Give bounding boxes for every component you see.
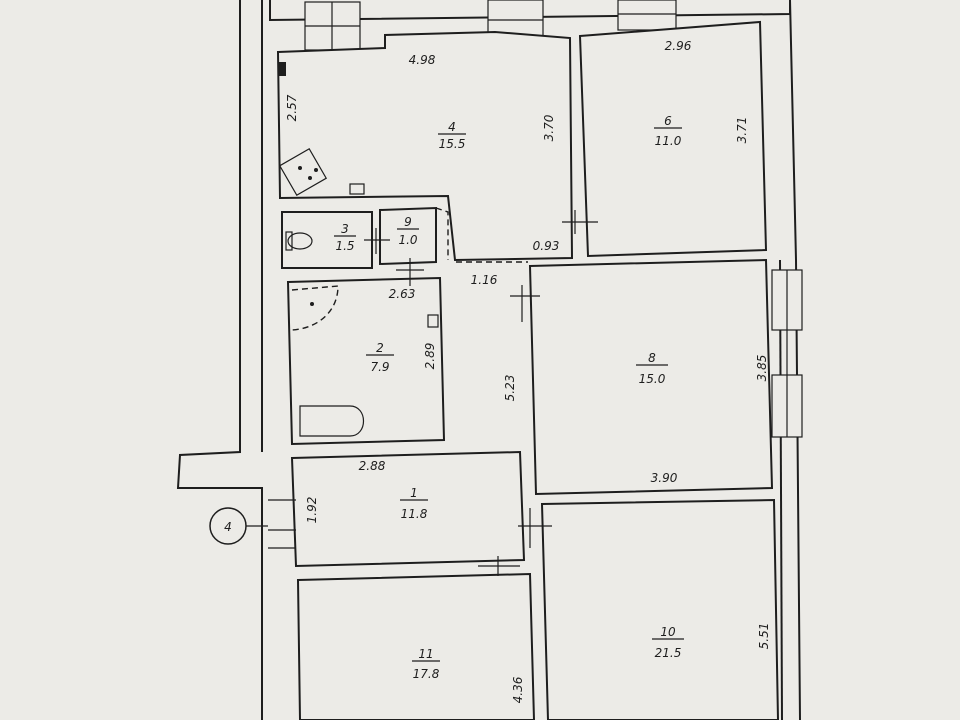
room-3-label: 3 1.5 — [334, 222, 356, 253]
svg-text:10: 10 — [660, 625, 676, 639]
svg-text:17.8: 17.8 — [413, 667, 440, 681]
bathtub-icon — [299, 405, 364, 437]
top-windows — [304, 0, 677, 51]
svg-text:11: 11 — [418, 647, 433, 661]
svg-text:8: 8 — [648, 351, 656, 365]
dim-r4-height: 3.70 — [542, 114, 556, 141]
svg-text:15.0: 15.0 — [639, 372, 666, 386]
svg-text:1.5: 1.5 — [335, 239, 354, 253]
room-1-label: 1 11.8 — [400, 486, 428, 521]
room-6 — [578, 20, 768, 258]
svg-text:15.5: 15.5 — [439, 137, 466, 151]
dim-r10-height: 5.51 — [757, 623, 771, 650]
room-11-label: 11 17.8 — [412, 647, 440, 681]
room-3 — [281, 211, 373, 269]
room-8-label: 8 15.0 — [636, 351, 668, 386]
svg-text:11.0: 11.0 — [655, 134, 682, 148]
dim-corridor-len: 5.23 — [503, 375, 517, 402]
svg-text:9: 9 — [404, 215, 412, 229]
svg-text:7.9: 7.9 — [370, 360, 389, 374]
toilet-icon — [285, 231, 313, 251]
dim-r8-height: 3.85 — [755, 355, 769, 382]
section-marker: 4 — [209, 507, 268, 545]
svg-text:11.8: 11.8 — [401, 507, 428, 521]
room-9-label: 9 1.0 — [397, 215, 419, 247]
room-8 — [528, 258, 774, 496]
room-4-label: 4 15.5 — [438, 120, 466, 151]
room-4 — [276, 30, 574, 262]
room-11 — [296, 572, 536, 720]
dim-r6-height: 3.71 — [735, 117, 749, 144]
svg-text:3: 3 — [341, 222, 349, 236]
svg-text:4: 4 — [448, 120, 456, 134]
room-9 — [379, 206, 437, 266]
room-6-label: 6 11.0 — [654, 114, 682, 148]
svg-text:2: 2 — [376, 341, 384, 355]
room-10 — [540, 498, 780, 720]
marker-label: 4 — [224, 520, 232, 534]
dim-corridor-a: 0.93 — [533, 239, 560, 253]
dimension-labels: 4.98 3.70 2.57 2.96 3.71 0.93 1.16 2.63 … — [285, 39, 771, 703]
stove-icon — [278, 62, 365, 197]
door-marks — [268, 210, 598, 576]
dim-r1-width: 2.88 — [359, 459, 386, 473]
svg-text:1.0: 1.0 — [398, 233, 417, 247]
svg-text:6: 6 — [664, 114, 672, 128]
dim-r8-width: 3.90 — [651, 471, 678, 485]
room-2 — [286, 276, 446, 446]
svg-text:21.5: 21.5 — [655, 646, 682, 660]
dim-r4-side: 2.57 — [285, 94, 299, 121]
dim-r2-width: 2.63 — [389, 287, 416, 301]
dim-corridor-b: 1.16 — [471, 273, 498, 287]
dim-r2-height: 2.89 — [423, 343, 437, 370]
room-labels: 4 15.5 6 11.0 3 1.5 9 1.0 2 7.9 8 15.0 — [334, 114, 684, 681]
dim-r4-width: 4.98 — [409, 53, 436, 67]
dim-r6-width: 2.96 — [665, 39, 692, 53]
dim-r11-height: 4.36 — [511, 676, 525, 703]
room-10-label: 10 21.5 — [652, 625, 684, 660]
room-2-label: 2 7.9 — [366, 341, 394, 374]
dim-r1-height: 1.92 — [305, 497, 319, 524]
shower-icon — [291, 285, 439, 331]
right-windows — [771, 269, 803, 438]
svg-text:1: 1 — [410, 486, 418, 500]
